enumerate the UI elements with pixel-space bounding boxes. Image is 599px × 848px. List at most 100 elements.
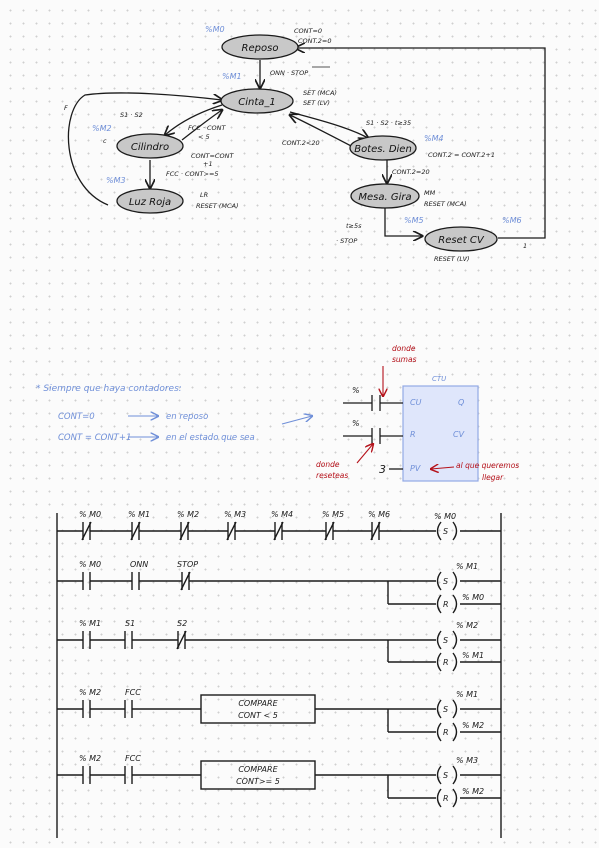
label-r3-c1: % M1 (79, 619, 101, 628)
contact-m0-nc[interactable] (81, 521, 92, 541)
note-arrow-3 (281, 416, 312, 425)
state-cilindro[interactable] (116, 133, 184, 159)
ann-mesa-action-1: MM (424, 189, 436, 197)
state-tag-m5: %M5 (404, 216, 424, 225)
coil-reset-m2-b[interactable] (436, 788, 458, 808)
ann-mesa-reset-2: · STOP (336, 237, 357, 245)
label-r5-c1: % M2 (79, 754, 101, 763)
label-r5-c2: FCC (125, 754, 141, 763)
label-r5-coil1: % M3 (456, 756, 478, 765)
label-r2-coil1: % M1 (456, 562, 478, 571)
contact-m2-no-a[interactable] (82, 700, 91, 718)
label-r2-coil2-type: R (443, 600, 449, 609)
label-r4-coil1: % M1 (456, 690, 478, 699)
label-r3-c3: S2 (177, 619, 187, 628)
note-donde-sumas-1: donde (392, 344, 416, 353)
label-r1-c7: % M6 (368, 510, 390, 519)
state-label-cinta: Cinta_1 (238, 97, 276, 108)
contact-s2-nc[interactable] (176, 630, 187, 650)
ann-cinta-action-2: SET (LV) (303, 99, 330, 107)
ctu-pin-cu: CU (410, 398, 422, 407)
state-label-reset: Reset CV (438, 235, 485, 246)
ann-luz-action-1: LR (200, 191, 208, 199)
state-cinta[interactable] (220, 88, 294, 114)
note-line1-right: en reposo (166, 412, 208, 422)
ctu-pin-cv: CV (453, 430, 465, 439)
contact-fcc-a[interactable] (124, 700, 133, 718)
note-line1-left: CONT=0 (58, 412, 95, 422)
label-r1-c4: % M3 (224, 510, 246, 519)
contact-m5-nc[interactable] (324, 521, 335, 541)
ann-reposo-action-1: CONT=0 (294, 27, 322, 35)
ladder-diagram (56, 513, 502, 838)
label-r1-coil: % M0 (434, 512, 456, 521)
ann-reset-reposo: 1 (523, 242, 527, 250)
state-reset[interactable] (424, 226, 498, 252)
ann-corner-mark: F (64, 104, 68, 112)
coil-reset-m0[interactable] (436, 594, 458, 614)
red-arrow-left (356, 444, 373, 464)
note-line2-right: en el estado que sea (166, 433, 255, 443)
ann-reposo-action-2: CONT.2=0 (298, 37, 332, 45)
state-tag-m3: %M3 (106, 176, 126, 185)
label-r3-coil1: % M2 (456, 621, 478, 630)
contact-m1-nc[interactable] (130, 521, 141, 541)
coil-set-m2[interactable] (436, 630, 458, 650)
edge-mesa-reset (384, 205, 422, 236)
ladder-labels: % M0 % M1 % M2 % M3 % M4 % M5 % M6 % M0 … (79, 510, 484, 803)
label-r4-coil2: % M2 (462, 721, 484, 730)
contact-s1[interactable] (124, 631, 133, 649)
label-r1-c2: % M1 (128, 510, 150, 519)
state-luz-roja[interactable] (116, 188, 184, 214)
contact-m4-nc[interactable] (273, 521, 284, 541)
ann-cilindro-cinta-2: < 5 (198, 133, 210, 141)
label-r2-coil2: % M0 (462, 593, 484, 602)
ctu-pin-pv: PV (410, 464, 421, 473)
ann-cinta-cilindro: S1 · S2 (120, 111, 143, 119)
state-botes[interactable] (349, 135, 417, 161)
edge-luz-cinta (67, 92, 222, 206)
coil-set-m0[interactable] (436, 521, 458, 541)
label-r5-compare-expr: CONT>= 5 (236, 777, 280, 786)
note-al-que-2: llegar (482, 473, 504, 482)
state-label-luz: Luz Roja (129, 197, 171, 208)
contact-m2-no-b[interactable] (82, 766, 91, 784)
contact-m0-no[interactable] (82, 572, 91, 590)
contact-m3-nc[interactable] (226, 521, 237, 541)
label-r5-compare: COMPARE (238, 765, 278, 774)
edge-cilindro-cinta (181, 110, 222, 141)
label-r2-c1: % M0 (79, 560, 101, 569)
contact-onn[interactable] (131, 572, 140, 590)
state-tag-m0: %M0 (205, 25, 225, 34)
edge-cinta-cilindro (165, 104, 223, 135)
coil-set-m3[interactable] (436, 765, 458, 785)
ann-reset-action: RESET (LV) (434, 255, 470, 263)
coil-set-m1-b[interactable] (436, 699, 458, 719)
contact-m6-nc[interactable] (370, 521, 381, 541)
ann-botes-action: CONT.2 = CONT.2+1 (428, 151, 495, 159)
contact-m2-nc[interactable] (179, 521, 190, 541)
state-tag-m4: %M4 (424, 134, 444, 143)
ctu-in-label-1: % (352, 386, 360, 395)
state-tag-m2: %M2 (92, 124, 112, 133)
note-donde-sumas-2: sumas (392, 355, 417, 364)
state-reposo[interactable] (221, 34, 299, 60)
ann-cilindro-cinta-1: FCC · CONT (188, 124, 227, 132)
contact-stop-nc[interactable] (180, 571, 191, 591)
ctu-in-label-2: % (352, 419, 360, 428)
ctu-box[interactable] (402, 385, 479, 482)
label-r5-coil2: % M2 (462, 787, 484, 796)
coil-reset-m1[interactable] (436, 652, 458, 672)
contact-m1-no[interactable] (82, 631, 91, 649)
ctu-title: CTU (432, 375, 446, 383)
coil-reset-m2[interactable] (436, 722, 458, 742)
contact-fcc-b[interactable] (124, 766, 133, 784)
label-r4-compare-expr: CONT < 5 (238, 711, 278, 720)
coil-set-m1[interactable] (436, 571, 458, 591)
label-r2-c3: STOP (177, 560, 198, 569)
state-label-cilindro: Cilindro (131, 142, 169, 153)
red-arrow-right (431, 467, 455, 469)
state-mesa[interactable] (350, 183, 420, 209)
label-r3-coil2: % M1 (462, 651, 484, 660)
label-r4-c1: % M2 (79, 688, 101, 697)
